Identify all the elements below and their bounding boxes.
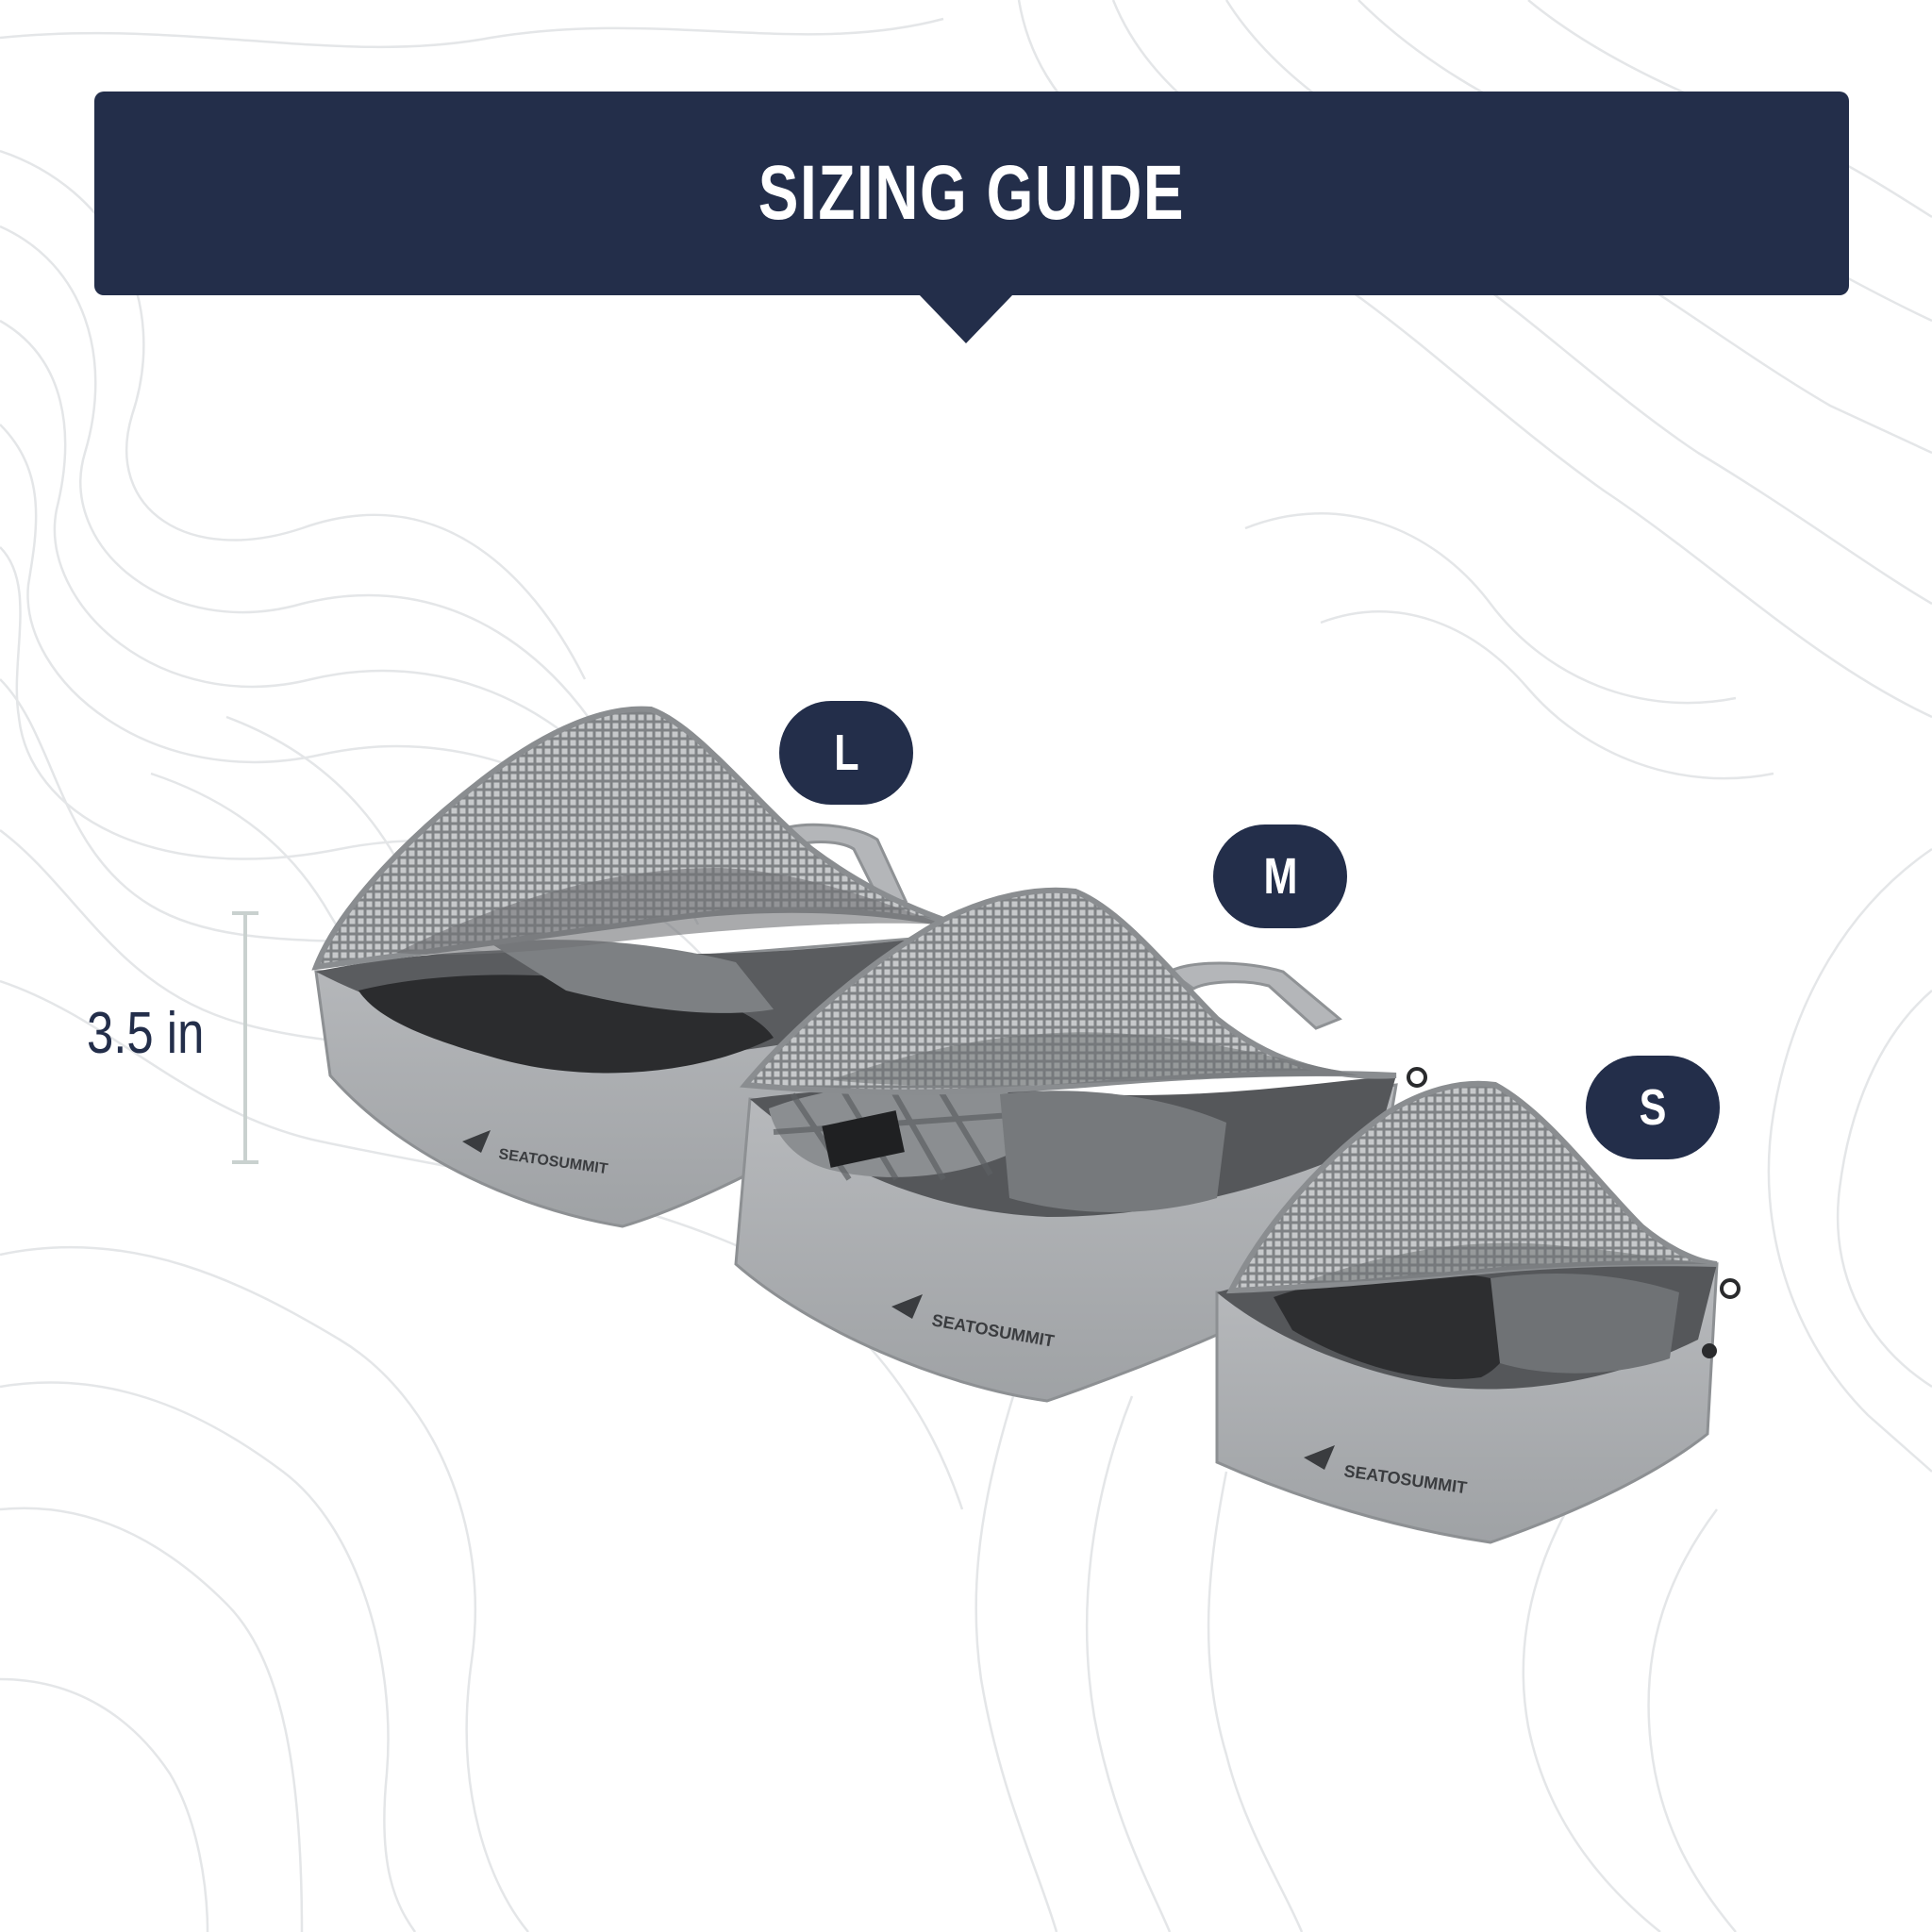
size-label: M (1262, 848, 1297, 905)
height-dimension-label: 3.5 in (87, 1001, 205, 1066)
size-label: L (833, 724, 859, 781)
size-label: S (1639, 1079, 1667, 1136)
medium-packing-cube: SEATOSUMMIT (734, 887, 1427, 1403)
size-badge-small: S (1586, 1056, 1720, 1159)
banner-pointer (919, 294, 1013, 343)
dimension-line (232, 911, 258, 1164)
size-badge-large: L (779, 701, 913, 805)
small-packing-cube: SEATOSUMMIT (1215, 1080, 1740, 1544)
sizing-guide-banner: SIZING GUIDE (94, 92, 1849, 295)
size-badge-medium: M (1213, 824, 1347, 928)
banner-title: SIZING GUIDE (758, 150, 1186, 236)
